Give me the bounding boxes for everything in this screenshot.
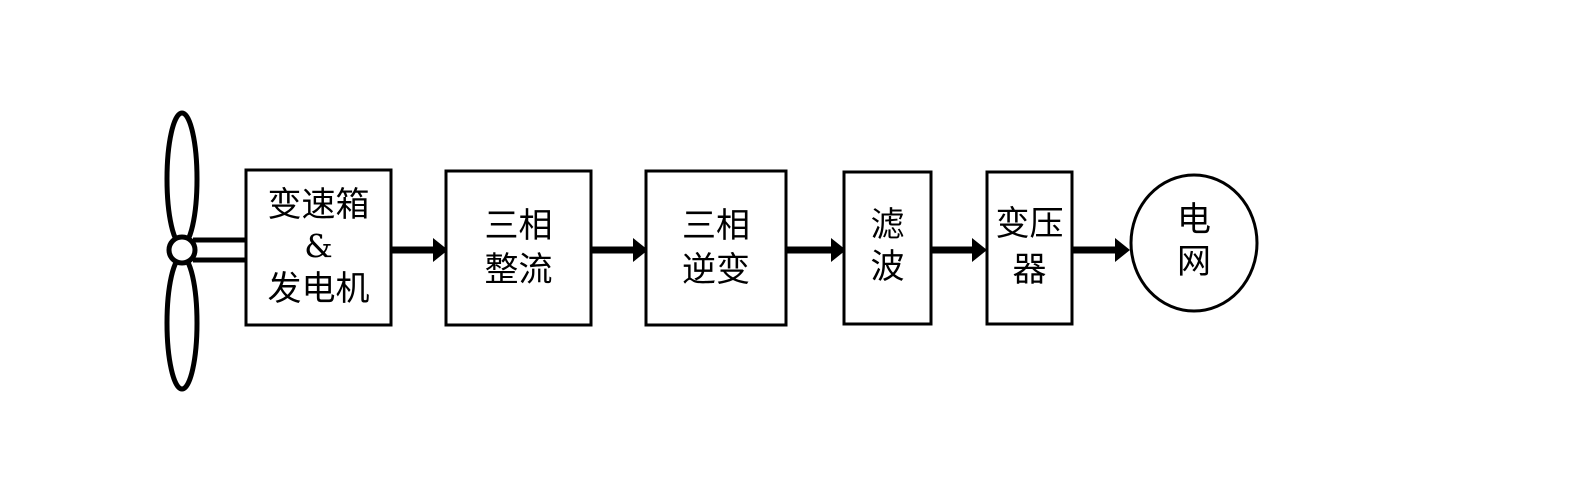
turbine-blade-lower-icon — [164, 254, 200, 392]
node-power-grid-circle[interactable] — [1129, 173, 1259, 313]
node-three-phase-rectifier[interactable]: 三相 整流 — [444, 169, 593, 327]
connector-arrow-4 — [931, 238, 987, 262]
connector-arrow-2 — [591, 238, 648, 262]
node-power-grid[interactable]: 电网 — [1129, 173, 1259, 313]
node-transformer[interactable]: 变压 器 — [985, 170, 1074, 326]
node-three-phase-rectifier-box[interactable] — [444, 169, 593, 327]
node-three-phase-rectifier-line-2: 整流 — [485, 250, 553, 290]
connector-arrow-3 — [786, 238, 846, 262]
node-transformer-line-1: 变压 — [996, 204, 1064, 244]
connector-arrow-3-head-icon — [831, 238, 846, 262]
connector-arrow-5 — [1072, 238, 1130, 262]
node-gearbox-generator-line-3: 发电机 — [268, 269, 370, 309]
connector-arrow-1 — [391, 238, 448, 262]
node-three-phase-inverter-box[interactable] — [644, 169, 788, 327]
turbine-hub-icon — [166, 234, 198, 266]
node-three-phase-rectifier-line-1: 三相 — [485, 206, 553, 246]
connector-arrow-2-head-icon — [633, 238, 648, 262]
node-filter-box[interactable] — [842, 170, 933, 326]
node-gearbox-generator-line-2: & — [304, 228, 332, 266]
node-three-phase-inverter[interactable]: 三相 逆变 — [644, 169, 788, 327]
node-filter-line-1: 滤波 — [871, 205, 905, 287]
node-transformer-box[interactable] — [985, 170, 1074, 326]
node-three-phase-inverter-line-1: 三相 — [682, 206, 750, 246]
node-gearbox-generator-box[interactable] — [244, 168, 393, 327]
connector-arrow-1-head-icon — [433, 238, 448, 262]
connector-arrow-5-head-icon — [1115, 238, 1130, 262]
node-filter[interactable]: 滤波 — [842, 170, 933, 326]
node-gearbox-generator[interactable]: 变速箱 & 发电机 — [244, 168, 393, 327]
node-power-grid-line-1: 电网 — [1177, 200, 1211, 282]
node-transformer-line-2: 器 — [1013, 250, 1047, 290]
connector-arrow-4-head-icon — [972, 238, 987, 262]
wind-turbine[interactable] — [164, 110, 248, 392]
node-three-phase-inverter-line-2: 逆变 — [682, 250, 750, 290]
turbine-blade-upper-icon — [164, 110, 200, 248]
node-gearbox-generator-line-1: 变速箱 — [268, 185, 370, 225]
